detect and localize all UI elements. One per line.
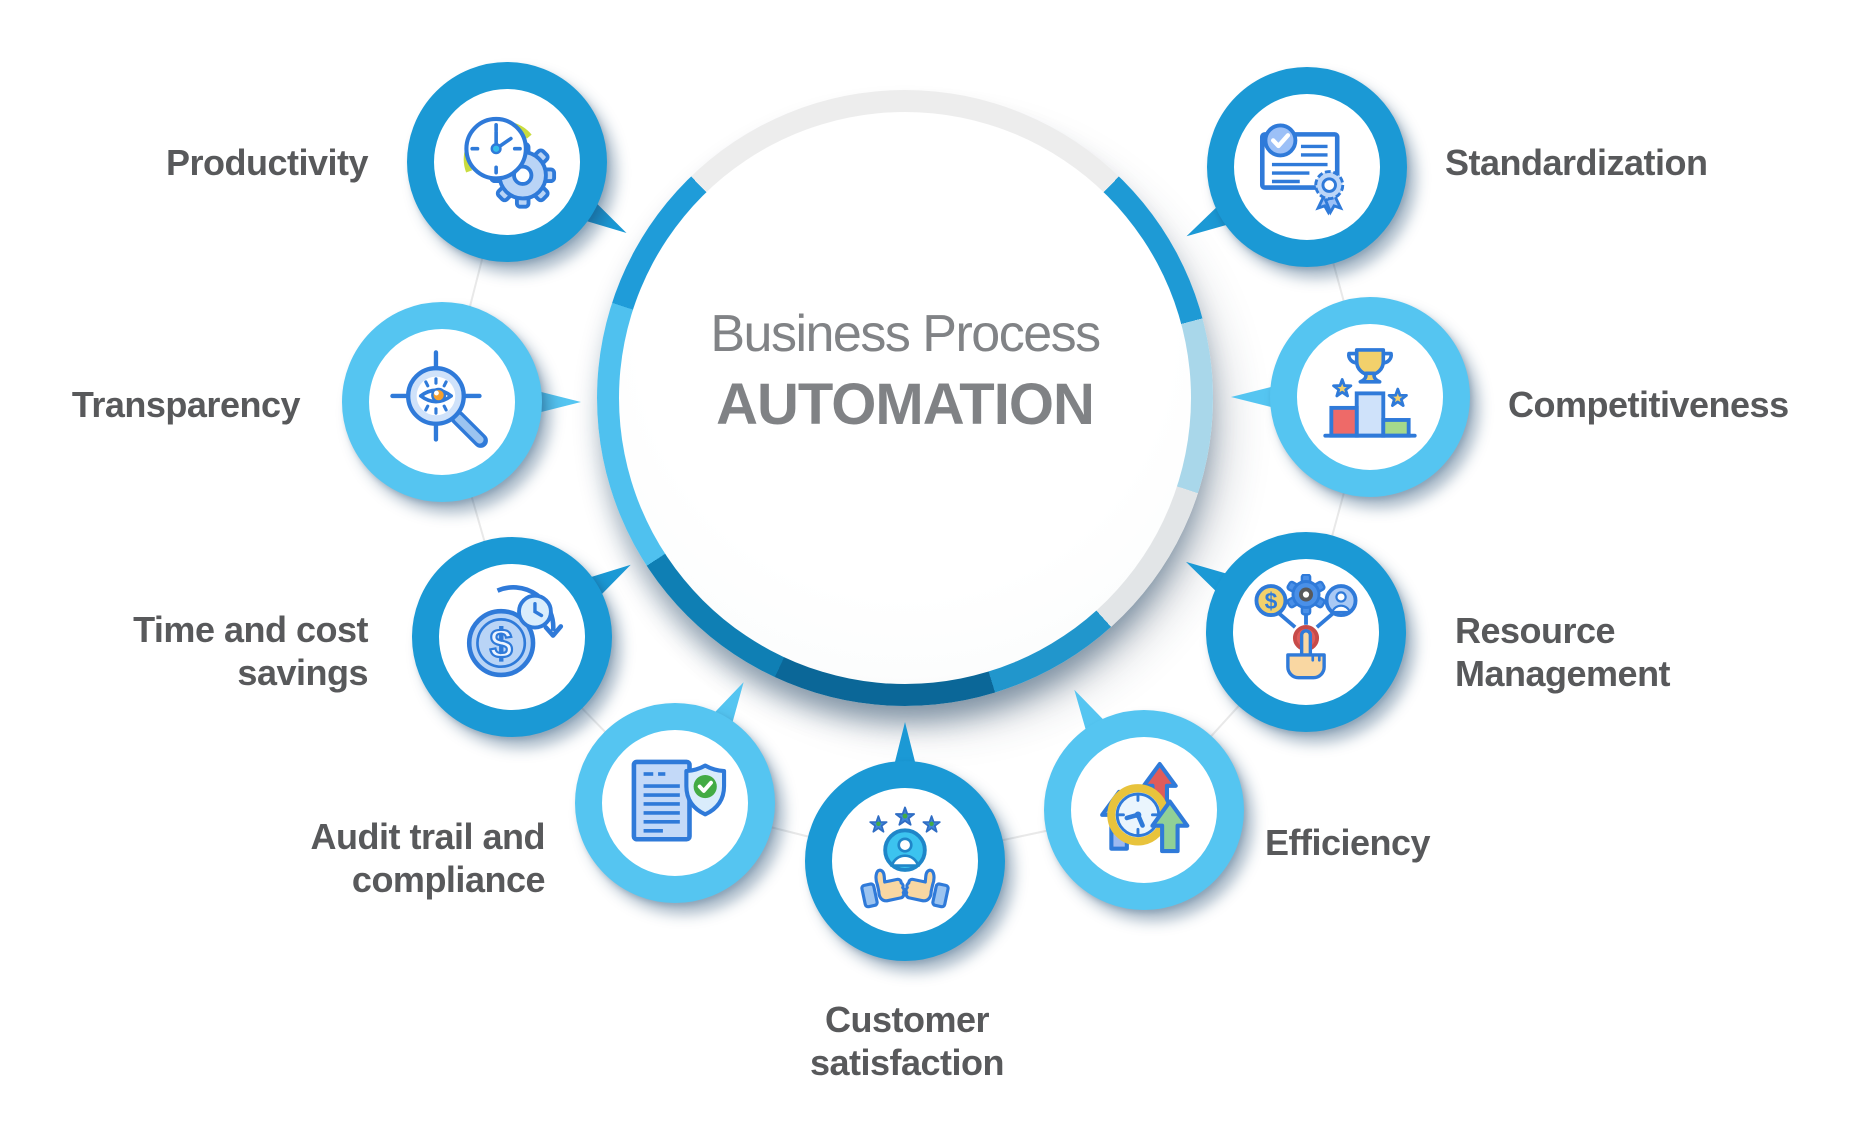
hand-select-resources-icon: $	[1248, 574, 1364, 690]
label-competitiveness: Competitiveness	[1508, 384, 1789, 425]
bubble-competitiveness	[1270, 297, 1470, 497]
central-inner-circle: Business Process AUTOMATION	[619, 112, 1191, 684]
eye-magnifier-icon	[384, 344, 500, 460]
gauge-gear-icon	[449, 104, 565, 220]
document-shield-check-icon	[617, 745, 733, 861]
bubble-customer-satisfaction	[805, 761, 1005, 961]
bubble-audit-compliance	[575, 703, 775, 903]
svg-text:$: $	[1265, 588, 1278, 614]
label-resource-management: Resource Management	[1455, 610, 1671, 695]
certificate-ribbon-icon	[1249, 109, 1365, 225]
label-transparency: Transparency	[71, 384, 301, 425]
label-audit-compliance: Audit trail and compliance	[310, 816, 546, 901]
bubble-time-cost-savings: $	[412, 537, 612, 737]
label-customer-satisfaction: Customer satisfaction	[809, 999, 1005, 1084]
label-productivity: Productivity	[165, 142, 369, 183]
dollar-coin-clock-icon: $	[454, 579, 570, 695]
title-line-2: AUTOMATION	[716, 371, 1095, 437]
label-standardization: Standardization	[1445, 142, 1708, 183]
svg-text:$: $	[490, 621, 513, 667]
central-title: Business Process AUTOMATION	[619, 305, 1191, 437]
label-time-cost-savings: Time and cost savings	[133, 609, 368, 694]
bubble-efficiency	[1044, 710, 1244, 910]
podium-trophy-icon	[1312, 339, 1428, 455]
clock-growth-arrows-icon	[1086, 752, 1202, 868]
central-circle: Business Process AUTOMATION	[597, 90, 1213, 706]
bubble-productivity	[407, 62, 607, 262]
bubble-transparency	[342, 302, 581, 502]
title-line-1: Business Process	[710, 305, 1101, 363]
bubble-resource-management: $	[1206, 532, 1406, 732]
label-efficiency: Efficiency	[1265, 822, 1431, 863]
user-stars-thumbs-up-icon	[847, 803, 963, 919]
bubble-standardization	[1207, 67, 1407, 267]
